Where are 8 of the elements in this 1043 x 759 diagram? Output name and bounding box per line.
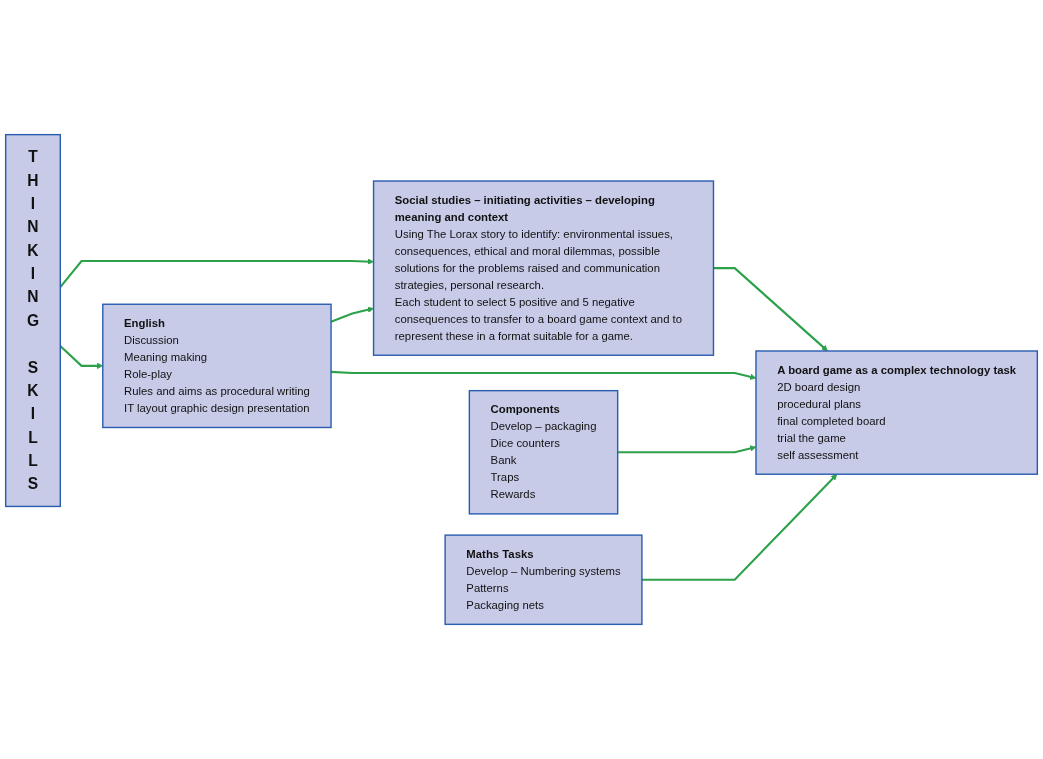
node-box: English Discussion Meaning making Role-play Rules and aims as procedural writing IT layout graphic design presentation: [102, 303, 332, 429]
node-box: Maths Tasks Develop – Numbering systems Patterns Packaging nets: [444, 534, 643, 626]
arrow: [641, 473, 838, 581]
node-box: A board game as a complex technology task 2D board design procedural plans final completed board trial the game self assessment: [755, 350, 1039, 475]
node-box: Components Develop – packaging Dice counters Bank Traps Rewards: [468, 389, 619, 515]
arrow: [713, 267, 828, 352]
node-box: Social studies – initiating activities – developing meaning and context Using The Lorax story to identify: environmental issues, consequences, ethical and moral dilemmas, possible solutions for the problems raised and communication strategies, personal research. Each student to select 5 positive and 5 negative consequences to transfer to a board game context and to represent these in a format suitable for a game.: [372, 180, 715, 356]
node-box: THINKING SKILLS: [4, 133, 61, 508]
